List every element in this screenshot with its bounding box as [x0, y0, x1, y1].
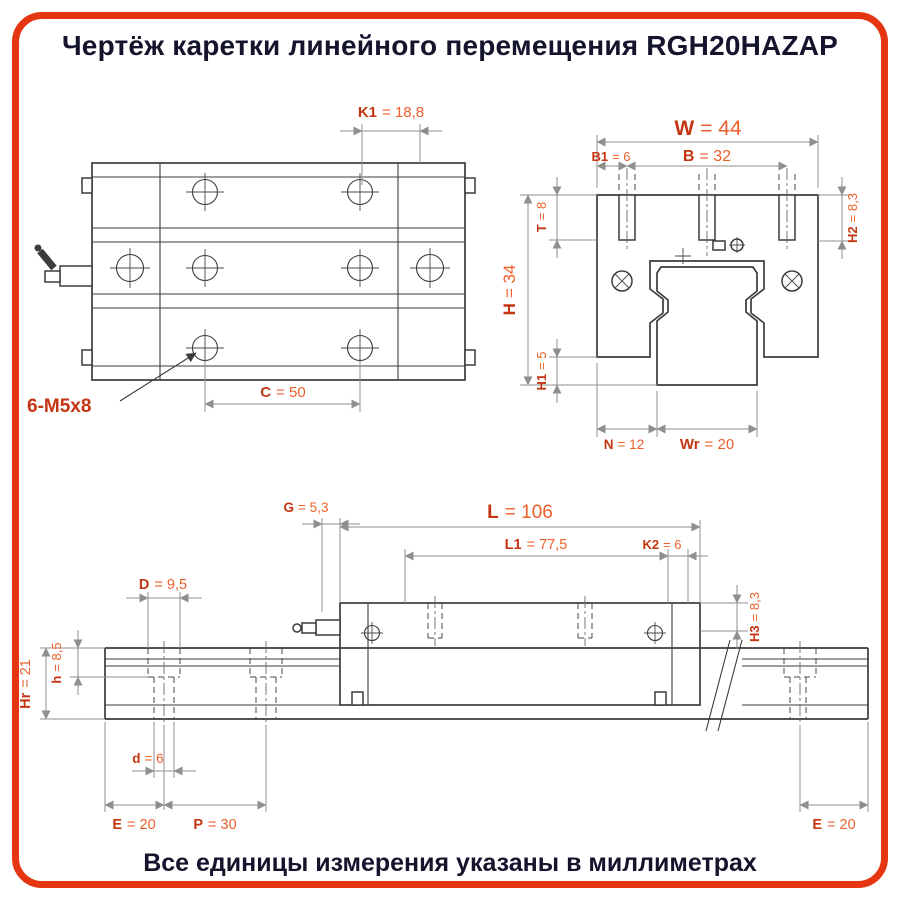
- rail-profile-section: [656, 266, 758, 386]
- grease-port-body: [712, 240, 726, 251]
- dimensions-side-view: [40, 518, 869, 812]
- units-note: Все единицы измерения указаны в миллимет…: [143, 849, 757, 877]
- dim-e-right-label: E= 20: [812, 817, 855, 833]
- top-holes-hidden-side: [427, 603, 593, 639]
- dimensions-top-view: [119, 124, 442, 412]
- thread-leader-line: [119, 352, 197, 402]
- dim-h3-label: H3= 8,3: [747, 592, 762, 642]
- grease-nipple-stem: [37, 248, 57, 271]
- mounting-holes-top-view: [110, 173, 450, 367]
- end-seal-tab: [351, 691, 364, 706]
- dim-extension-lines-side: [40, 518, 869, 812]
- dim-h-label: H= 34: [500, 265, 519, 316]
- dim-h-small-label: h= 8,5: [49, 642, 64, 683]
- dimensions-front-view: [520, 135, 852, 437]
- dim-h1-label: H1= 5: [534, 351, 549, 390]
- dim-g-label: G= 5,3: [284, 500, 329, 515]
- dim-k2-label: K2= 6: [642, 537, 681, 552]
- hole-crosshairs-top: [110, 173, 450, 367]
- top-hole-centerlines: [434, 596, 586, 646]
- dim-k1-label: K1= 18,8: [358, 104, 424, 121]
- port-crosshairs: [361, 622, 666, 644]
- dim-d-hole-label: d= 6: [132, 751, 163, 766]
- grease-port-body: [59, 265, 93, 287]
- end-cap-lines-side: [340, 603, 700, 705]
- carriage-face-lines-top: [92, 163, 465, 380]
- nipple-cross: [729, 237, 745, 253]
- carriage-outline-side: [339, 602, 701, 706]
- carriage-outline-top: [91, 162, 466, 381]
- rail-side-view: [104, 639, 869, 732]
- end-seal-tabs-top: [81, 177, 476, 366]
- centerline-cross: [675, 248, 691, 264]
- rail-hole-centerlines: [163, 641, 801, 726]
- grease-nipple-tip: [292, 623, 302, 633]
- grease-port-body: [315, 619, 341, 636]
- rail-groove-lines: [105, 658, 868, 706]
- top-view: K1= 18,8 C= 50 6-M5x8: [27, 104, 476, 417]
- end-seal-tab: [654, 691, 667, 706]
- dim-wr-label: Wr= 20: [680, 436, 734, 453]
- grease-nipple-top-view: [34, 244, 93, 287]
- side-view: G= 5,3 L= 106 L1= 77,5 K2= 6 D= 9,5 H3= …: [18, 500, 869, 833]
- dim-b1-label: B1= 6: [591, 149, 630, 164]
- dim-h2-label: H2= 8,3: [845, 193, 860, 243]
- page-title: Чертёж каретки линейного перемещения RGH…: [61, 30, 839, 61]
- dim-extension-lines-front: [520, 135, 852, 437]
- dim-extension-lines-top: [204, 124, 421, 412]
- front-view: W= 44 B= 32 B1= 6 T= 8 H2= 8,3 H= 34 H1=…: [500, 117, 860, 453]
- dim-e-left-label: E= 20: [112, 817, 155, 833]
- grease-port-hex: [44, 270, 61, 283]
- carriage-block-section: [596, 194, 819, 358]
- dim-p-label: P= 30: [193, 817, 236, 833]
- thread-spec-label: 6-M5x8: [27, 396, 91, 417]
- dim-l-label: L= 106: [487, 502, 553, 523]
- grease-port-hex: [301, 622, 317, 634]
- grease-nipple-tip: [34, 244, 42, 252]
- dim-hr-label: Hr= 21: [18, 659, 34, 709]
- rail-bolt-holes-hidden: [147, 648, 817, 719]
- mounting-holes-front-view: [618, 168, 796, 256]
- dim-l1-label: L1= 77,5: [505, 537, 568, 553]
- dim-w-label: W= 44: [674, 117, 742, 140]
- grease-nipple-front-view: [675, 237, 745, 264]
- dim-t-label: T= 8: [534, 202, 549, 232]
- x-mark-lines: [614, 273, 630, 289]
- x-mark-lines: [784, 273, 800, 289]
- rail-break-lines: [705, 639, 743, 732]
- dim-b-label: B= 32: [683, 148, 731, 165]
- carriage-body-top-view: [81, 162, 476, 381]
- hidden-hole-lines-front: [618, 174, 796, 195]
- carriage-side-view: [339, 596, 701, 706]
- dim-n-label: N= 12: [604, 437, 644, 452]
- section-marks: [611, 270, 803, 292]
- dim-d-counterbore-label: D= 9,5: [139, 577, 187, 593]
- dim-c-label: C= 50: [260, 384, 305, 401]
- hole-centerlines-front: [626, 168, 788, 256]
- grease-nipple-side-view: [292, 619, 341, 636]
